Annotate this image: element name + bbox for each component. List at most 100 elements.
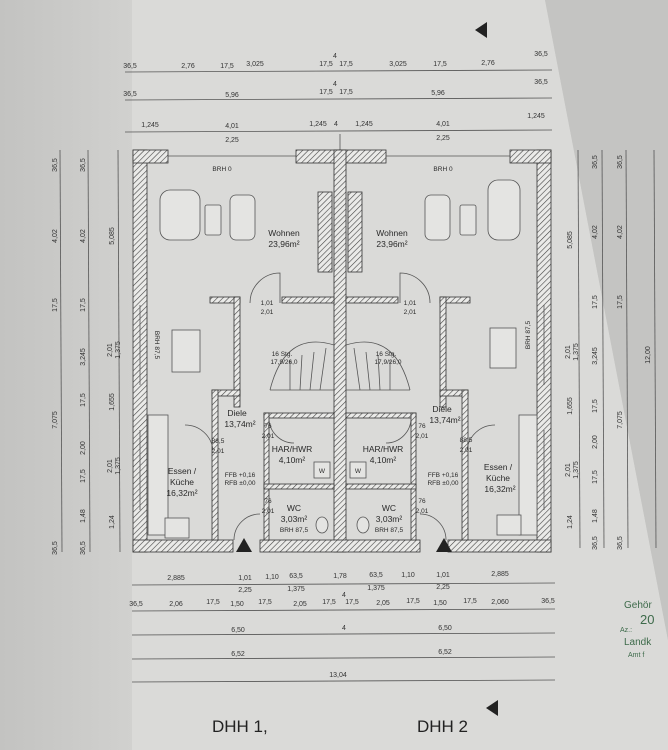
dimension-top2: 17,5	[339, 89, 353, 96]
dimension-bottom5: 13,04	[329, 672, 347, 679]
dimension-top3: 1,245	[309, 121, 327, 128]
dimension-right2: 17,5	[592, 470, 599, 484]
door-height: 2,01	[261, 309, 274, 316]
chimney	[317, 191, 333, 273]
room-name: Küche	[486, 473, 510, 483]
dimension-left3: 1,375	[115, 341, 122, 359]
dimension-bottom1: 1,375	[367, 585, 385, 592]
room-name: WC	[382, 503, 396, 513]
dimension-right1: 1,375	[573, 343, 580, 361]
doors[interactable]	[184, 272, 496, 541]
door-width: 76	[418, 423, 426, 430]
dimension-right2: 2,00	[592, 435, 599, 449]
dimension-right3: 4,02	[617, 225, 624, 239]
dimension-left2: 1,48	[80, 509, 87, 523]
dimension-top1: 36,5	[534, 51, 548, 58]
washer-icon	[313, 461, 331, 479]
washer-icon	[349, 461, 367, 479]
door-width: 1,01	[261, 300, 274, 307]
dimension-right1: 2,01	[565, 463, 572, 477]
room-area: 4,10m²	[370, 455, 397, 465]
annotations: BRH 0 BRH 0 BRH 87,5 BRH 87,5 16 Stg. 17…	[153, 166, 532, 515]
door-height: 2,01	[262, 433, 275, 440]
dimension-top2: 5,96	[431, 90, 445, 97]
dimension-bottom1: 1,10	[401, 572, 415, 579]
dimension-right2: 17,5	[592, 399, 599, 413]
room-name: Küche	[170, 477, 194, 487]
dimension-bottom2: 17,5	[322, 599, 336, 606]
dimension-left1: 36,5	[52, 158, 59, 172]
sill-height: BRH 87,5	[525, 321, 532, 350]
dimension-right4: 12,00	[645, 346, 652, 364]
dimension-bottom2: 36,5	[541, 598, 555, 605]
dimension-top1: 2,76	[181, 63, 195, 70]
dimension-bottom4: 6,52	[231, 651, 245, 658]
dimension-left3: 5,085	[109, 227, 116, 245]
dimension-bottom4: 6,52	[438, 649, 452, 656]
dimension-top1: 17,5	[339, 61, 353, 68]
dimension-right2: 17,5	[592, 295, 599, 309]
dimension-top2: 4	[333, 81, 337, 88]
dimension-lines	[59, 69, 657, 683]
dimension-left2: 3,245	[80, 348, 87, 366]
stairs-ratio: 17,9/26,0	[270, 359, 297, 366]
dimension-bottom2: 17,5	[463, 598, 477, 605]
dimension-top2: 36,5	[123, 91, 137, 98]
stairs-label: 16 Stg.	[272, 351, 293, 358]
party-wall	[333, 149, 347, 553]
dimension-bottom1: 1,01	[436, 572, 450, 579]
dimension-bottom1: 2,885	[491, 571, 509, 578]
room-name: Wohnen	[376, 228, 408, 238]
stairs-ratio: 17,9/26,0	[374, 359, 401, 366]
room-name: Diele	[432, 404, 452, 414]
dimension-bottom1: 1,01	[238, 575, 252, 582]
windows	[139, 155, 545, 510]
room-name: HAR/HWR	[272, 444, 313, 454]
dimension-bottom1: 63,5	[289, 573, 303, 580]
dimension-right1: 1,655	[567, 397, 574, 415]
dimension-right3: 36,5	[617, 536, 624, 550]
door-height: 2,01	[262, 508, 275, 515]
svg-text:20: 20	[640, 612, 654, 627]
room-area: 4,10m²	[279, 455, 306, 465]
paper-edge	[545, 0, 668, 640]
staircase	[269, 341, 411, 391]
dimension-left3: 1,375	[115, 457, 122, 475]
dining-table-icon	[171, 329, 201, 373]
room-area: 16,32m²	[166, 488, 197, 498]
dimension-right3: 7,075	[617, 411, 624, 429]
dimension-bottom1: 1,10	[265, 574, 279, 581]
dimension-left3: 2,01	[107, 343, 114, 357]
kitchen-counter-icon	[518, 414, 538, 536]
house-label-dhh2: DHH 2	[417, 717, 468, 736]
door-height: 2,01	[416, 508, 429, 515]
dimension-left2: 17,5	[80, 393, 87, 407]
toilet-icon	[315, 516, 329, 534]
dimension-top2: 5,96	[225, 92, 239, 99]
dimension-left2: 4,02	[80, 229, 87, 243]
stairs-label: 16 Stg.	[376, 351, 397, 358]
dimension-top3: 4	[334, 121, 338, 128]
sofa-icon	[487, 179, 521, 241]
dimension-top2: 17,5	[319, 89, 333, 96]
armchair-icon	[229, 194, 256, 241]
room-name: WC	[287, 503, 301, 513]
dimension-top1: 36,5	[123, 63, 137, 70]
dimension-bottom2: 4	[342, 592, 346, 599]
dimension-bottom2: 2,060	[491, 599, 509, 606]
armchair-icon	[424, 194, 451, 241]
room-name: HAR/HWR	[363, 444, 404, 454]
dimension-bottom2: 17,5	[258, 599, 272, 606]
dimension-left1: 36,5	[52, 541, 59, 555]
furniture	[147, 179, 538, 539]
table-icon	[459, 204, 477, 236]
room-area: 3,03m²	[281, 514, 308, 524]
dimension-top1: 17,5	[319, 61, 333, 68]
dimension-top3: 1,245	[527, 113, 545, 120]
dimension-bottom3: 4	[342, 625, 346, 632]
sofa-icon	[159, 189, 201, 241]
stove-icon	[496, 514, 522, 536]
dimension-bottom1: 1,375	[287, 586, 305, 593]
dimension-bottom1: 2,885	[167, 575, 185, 582]
